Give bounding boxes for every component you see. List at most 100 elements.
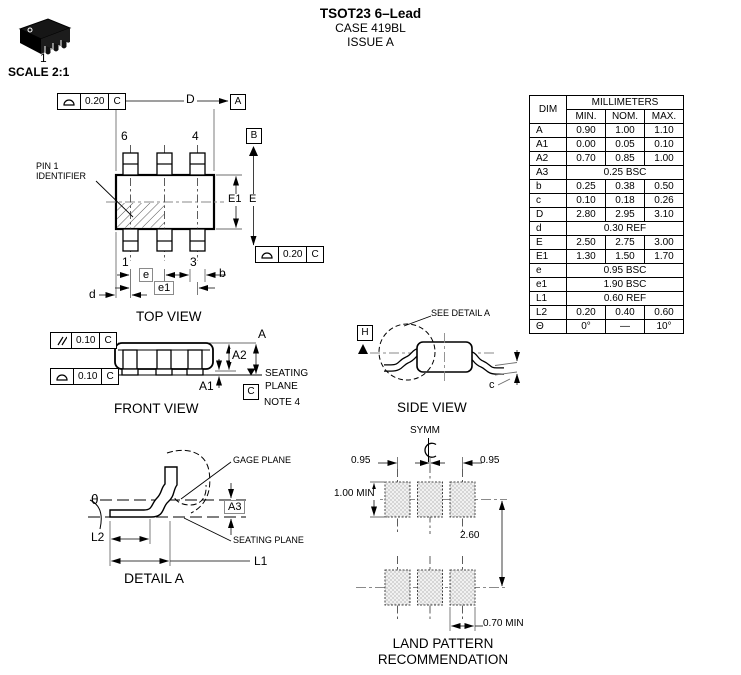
detail-a-circle: [378, 323, 436, 381]
pin-number-6: 6: [121, 129, 128, 143]
profile-tolerance-frame-front: 0.10 C: [50, 368, 119, 385]
dim-pad-height: 1.00 MIN: [332, 488, 377, 500]
issue-revision: ISSUE A: [347, 35, 394, 49]
dim-label-A3: A3: [224, 500, 246, 514]
unit-header: MILLIMETERS: [566, 95, 684, 110]
land-pattern-drawing: [348, 438, 507, 631]
package-3d-icon: [18, 18, 72, 56]
symm-label: SYMM: [410, 425, 440, 436]
profile-symbol-icon: [51, 369, 74, 384]
pad: [449, 481, 476, 518]
tolerance-value: 0.20: [279, 247, 308, 262]
parallelism-tolerance-frame: 0.10 C: [50, 332, 117, 349]
profile-symbol-icon: [58, 94, 81, 109]
front-view-title: FRONT VIEW: [114, 401, 199, 416]
parallelism-symbol-icon: [51, 333, 72, 348]
dim-label-c: c: [489, 379, 495, 391]
dim-label-D: D: [184, 92, 197, 106]
land-pattern-title: LAND PATTERN RECOMMENDATION: [377, 636, 509, 667]
solder-pads: [384, 481, 476, 606]
theta-angle-arc: [89, 499, 102, 530]
datum-h-target-triangle: [358, 344, 368, 354]
datum-ref: C: [113, 95, 121, 107]
icon-pin1-label: 1: [40, 51, 47, 65]
detail-a-drawing: [88, 449, 250, 566]
dimension-lines-side-view: [494, 350, 520, 386]
front-view-drawing: [114, 342, 262, 388]
pin-number-3: 3: [190, 255, 197, 269]
dimension-lines-front-view: [215, 344, 259, 388]
side-view-title: SIDE VIEW: [397, 400, 467, 415]
package-body-front: [114, 342, 262, 376]
detail-a-title: DETAIL A: [124, 570, 184, 586]
scale-label: SCALE 2:1: [8, 65, 70, 79]
pin-number-4: 4: [192, 129, 199, 143]
dim-row-span: 2.60: [460, 530, 480, 541]
dimension-lines-land-pattern: [370, 457, 505, 631]
col-min: MIN.: [566, 109, 606, 124]
top-view-drawing: [95, 98, 258, 298]
case-number: CASE 419BL: [335, 21, 406, 35]
table-header-row: DIM MILLIMETERS: [529, 95, 684, 124]
col-nom: NOM.: [605, 109, 645, 124]
seating-plane-note: SEATING PLANE: [265, 368, 309, 392]
profile-tolerance-frame-bottom: 0.20 C: [255, 246, 324, 263]
dim-pitch-left: 0.95: [351, 455, 371, 466]
dim-label-L2: L2: [89, 530, 107, 544]
pad: [449, 569, 476, 606]
datum-b-target-triangle: [249, 146, 258, 156]
dim-label-A1: A1: [199, 379, 214, 393]
centerline-symbol-icon: [424, 438, 437, 462]
datum-a-box: A: [230, 94, 246, 110]
dim-header: DIM: [529, 95, 567, 124]
dim-label-E1: E1: [226, 193, 244, 206]
dim-label-e1: e1: [154, 281, 175, 295]
dim-label-e: e: [139, 268, 154, 282]
dim-label-L1: L1: [252, 554, 270, 568]
seating-plane-triangle: [247, 368, 256, 376]
dim-label-b: b: [219, 266, 226, 280]
datum-ref: C: [104, 334, 112, 346]
gullwing-lead-detail: [109, 466, 178, 518]
see-detail-a-label: SEE DETAIL A: [431, 308, 491, 318]
pad: [384, 569, 411, 606]
col-max: MAX.: [644, 109, 684, 124]
dim-label-A2: A2: [230, 348, 249, 362]
gage-plane-leader: [180, 461, 232, 500]
pin-number-1: 1: [122, 255, 129, 269]
pin1-leader-line: [95, 180, 134, 218]
seating-plane-leader: [183, 517, 232, 542]
datum-ref: C: [106, 370, 114, 382]
datum-c-box: C: [243, 384, 259, 400]
dim-label-d: d: [89, 287, 96, 301]
tolerance-value: 0.10: [74, 369, 103, 384]
note-4-label: NOTE 4: [264, 397, 301, 408]
side-view-drawing: [358, 315, 520, 386]
dim-label-E: E: [247, 193, 259, 206]
tolerance-value: 0.20: [81, 94, 110, 109]
page-title: TSOT23 6–Lead: [319, 6, 422, 21]
seating-plane-label-detail: SEATING PLANE: [233, 535, 304, 545]
datum-ref: C: [311, 248, 319, 260]
dim-pitch-right: 0.95: [480, 455, 500, 466]
datum-b-box: B: [246, 128, 262, 144]
gage-plane-label: GAGE PLANE: [233, 455, 292, 465]
pad: [417, 481, 443, 518]
pin1-identifier-hatch: [117, 203, 165, 228]
